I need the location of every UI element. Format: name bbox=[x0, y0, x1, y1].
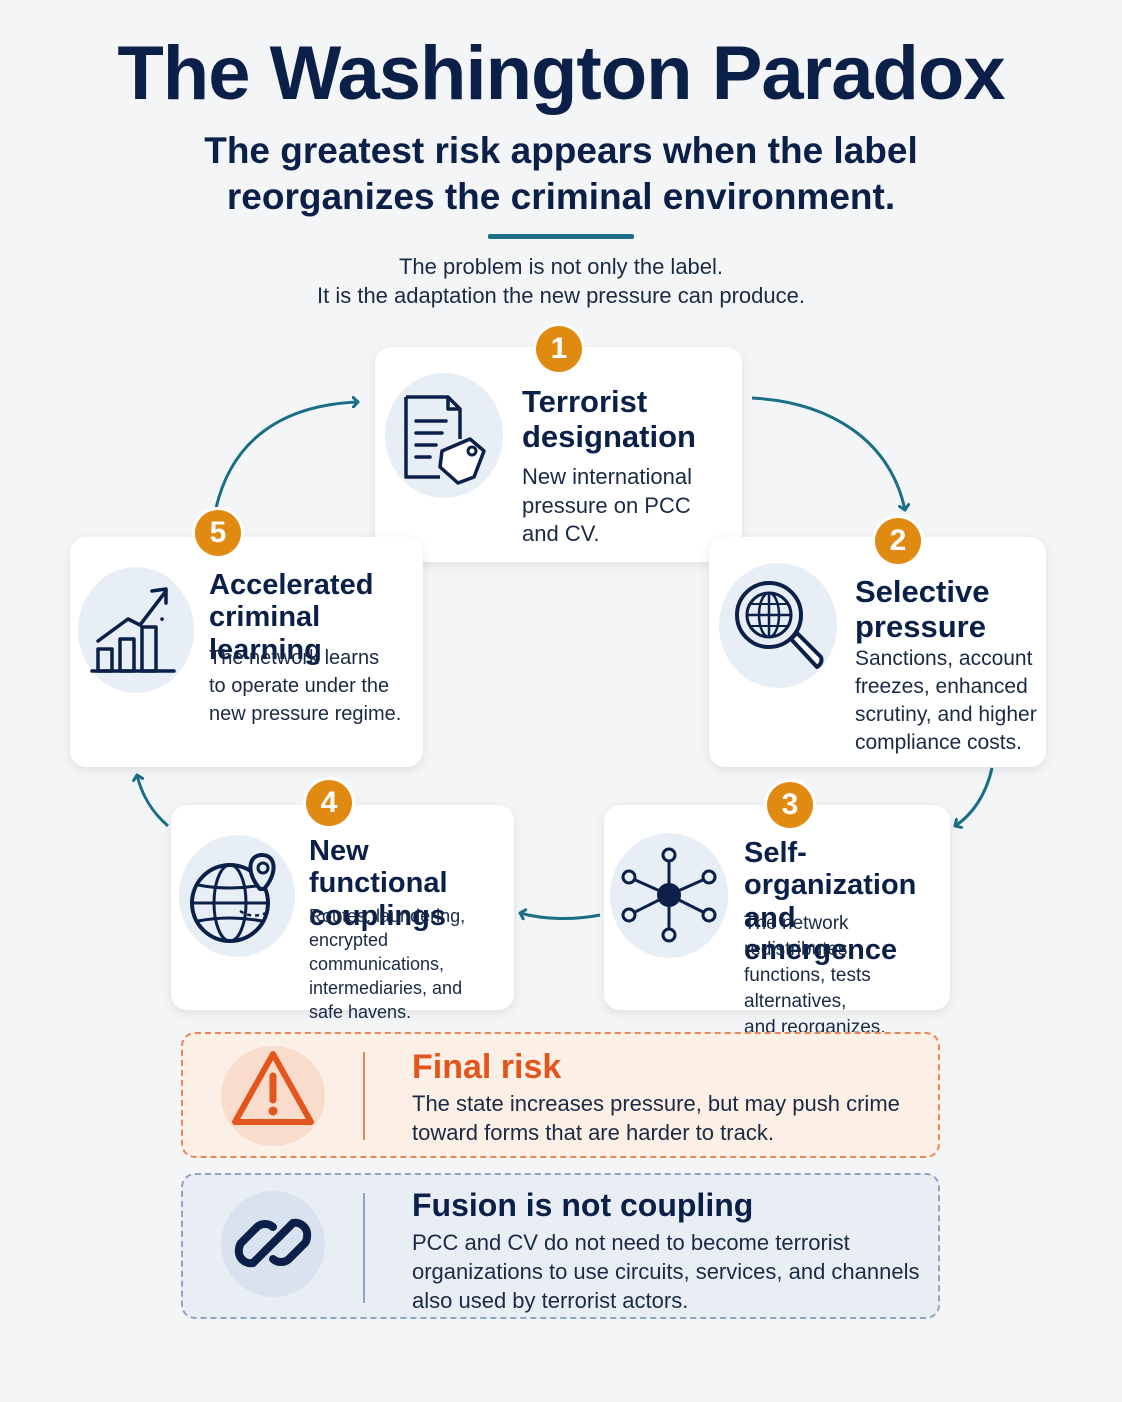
step-5-body-line: new pressure regime. bbox=[209, 703, 402, 725]
step-4-title-line: couplings bbox=[309, 899, 446, 932]
arrow-3-to-4 bbox=[520, 913, 601, 919]
step-5-body-line: to operate under the bbox=[209, 675, 390, 697]
step-3-body: The network redistributes functions, tes… bbox=[744, 911, 950, 1041]
step-5-body: The network learns to operate under the … bbox=[209, 644, 401, 728]
step-1-title: Terrorist designation bbox=[522, 384, 696, 454]
fusion-body-line: organizations to use circuits, services,… bbox=[412, 1259, 920, 1284]
page-title: The Washington Paradox bbox=[117, 31, 1005, 116]
fusion-title: Fusion is not coupling bbox=[412, 1187, 754, 1223]
step-5-body-line: The network learns bbox=[209, 647, 380, 669]
fusion-divider bbox=[363, 1193, 365, 1303]
step-3-title-line: Self-organization bbox=[744, 837, 917, 902]
step-4-body-line: encrypted communications, bbox=[309, 930, 445, 974]
step-2-body-line: scrutiny, and higher bbox=[855, 703, 1037, 726]
step-5-title-line: Accelerated bbox=[209, 569, 374, 601]
subtitle-line-2: reorganizes the criminal environment. bbox=[226, 176, 896, 217]
step-5-title-line: criminal learning bbox=[209, 601, 322, 666]
globe-pin-icon bbox=[190, 853, 276, 943]
step-2-title-line: pressure bbox=[855, 608, 986, 644]
step-3-title: Self-organization and emergence bbox=[744, 837, 950, 967]
step-1-body-line: and CV. bbox=[522, 521, 600, 547]
step-3-body-line: functions, tests alternatives, bbox=[744, 965, 871, 1012]
final-risk-divider bbox=[363, 1052, 365, 1140]
final-risk-body-line: toward forms that are harder to track. bbox=[412, 1120, 774, 1145]
step-4-body-line: Routes, laundering, bbox=[309, 906, 466, 926]
step-1-title-line: designation bbox=[522, 418, 696, 454]
step-4-number-badge: 4 bbox=[306, 780, 352, 826]
step-card-1: Terrorist designation New international … bbox=[375, 347, 742, 562]
chain-link-icon bbox=[234, 1218, 312, 1268]
step-1-body-line: pressure on PCC bbox=[522, 492, 691, 518]
final-risk-title: Final risk bbox=[412, 1048, 562, 1086]
step-1-title-line: Terrorist bbox=[522, 384, 648, 419]
growth-chart-icon bbox=[90, 587, 176, 673]
arrow-2-to-3 bbox=[955, 767, 994, 826]
final-risk-body-line: The state increases pressure, but may pu… bbox=[412, 1091, 900, 1116]
step-3-body-line: The network redistributes bbox=[744, 913, 849, 960]
fusion-body-line: also used by terrorist actors. bbox=[412, 1288, 689, 1313]
arrow-4-to-5 bbox=[137, 775, 169, 828]
fusion-body-line: PCC and CV do not need to become terrori… bbox=[412, 1230, 850, 1255]
page-subtitle: The greatest risk appears when the label… bbox=[160, 128, 962, 220]
step-2-body-line: compliance costs. bbox=[855, 731, 1022, 754]
step-5-title: Accelerated criminal learning bbox=[209, 569, 423, 666]
warning-triangle-icon bbox=[232, 1051, 314, 1125]
step-1-body-line: New international bbox=[522, 464, 692, 489]
final-risk-box: Final risk The state increases pressure,… bbox=[181, 1032, 940, 1158]
fusion-body: PCC and CV do not need to become terrori… bbox=[412, 1228, 919, 1315]
step-card-4: New functional couplings Routes, launder… bbox=[171, 805, 514, 1022]
globe-magnifier-icon bbox=[735, 581, 824, 669]
arrow-1-to-2 bbox=[751, 396, 905, 510]
network-hub-icon bbox=[621, 847, 717, 943]
step-2-body-line: Sanctions, account bbox=[855, 647, 1033, 670]
document-tag-icon bbox=[404, 395, 486, 485]
step-card-3: Self-organization and emergence The netw… bbox=[604, 805, 950, 1038]
intro-line-1: The problem is not only the label. bbox=[398, 254, 724, 279]
step-4-title-line: New functional bbox=[309, 835, 448, 900]
title-divider bbox=[488, 234, 634, 239]
step-1-body: New international pressure on PCC and CV… bbox=[522, 463, 692, 549]
step-4-body-line: safe havens. bbox=[309, 1002, 412, 1022]
step-3-number-badge: 3 bbox=[767, 782, 813, 828]
step-1-number-badge: 1 bbox=[536, 326, 582, 372]
intro-line-2: It is the adaptation the new pressure ca… bbox=[317, 283, 805, 308]
step-4-body: Routes, laundering, encrypted communicat… bbox=[309, 904, 514, 1024]
step-4-title: New functional couplings bbox=[309, 835, 514, 932]
step-5-number-badge: 5 bbox=[195, 510, 241, 556]
step-4-body-line: intermediaries, and bbox=[309, 978, 463, 998]
step-2-title-line: Selective bbox=[855, 574, 990, 609]
subtitle-line-1: The greatest risk appears when the label bbox=[204, 130, 918, 171]
step-2-body-line: freezes, enhanced bbox=[855, 675, 1028, 698]
step-2-body: Sanctions, account freezes, enhanced scr… bbox=[855, 645, 1037, 757]
final-risk-body: The state increases pressure, but may pu… bbox=[412, 1089, 900, 1147]
arrow-5-to-1 bbox=[214, 402, 358, 509]
step-2-number-badge: 2 bbox=[875, 518, 921, 564]
step-card-2: Selective pressure Sanctions, account fr… bbox=[709, 537, 1046, 767]
intro-text: The problem is not only the label. It is… bbox=[0, 252, 1122, 310]
fusion-box: Fusion is not coupling PCC and CV do not… bbox=[181, 1173, 940, 1319]
step-2-title: Selective pressure bbox=[855, 574, 990, 644]
step-3-title-line: and emergence bbox=[744, 901, 898, 967]
step-card-5: Accelerated criminal learning The networ… bbox=[70, 537, 423, 767]
